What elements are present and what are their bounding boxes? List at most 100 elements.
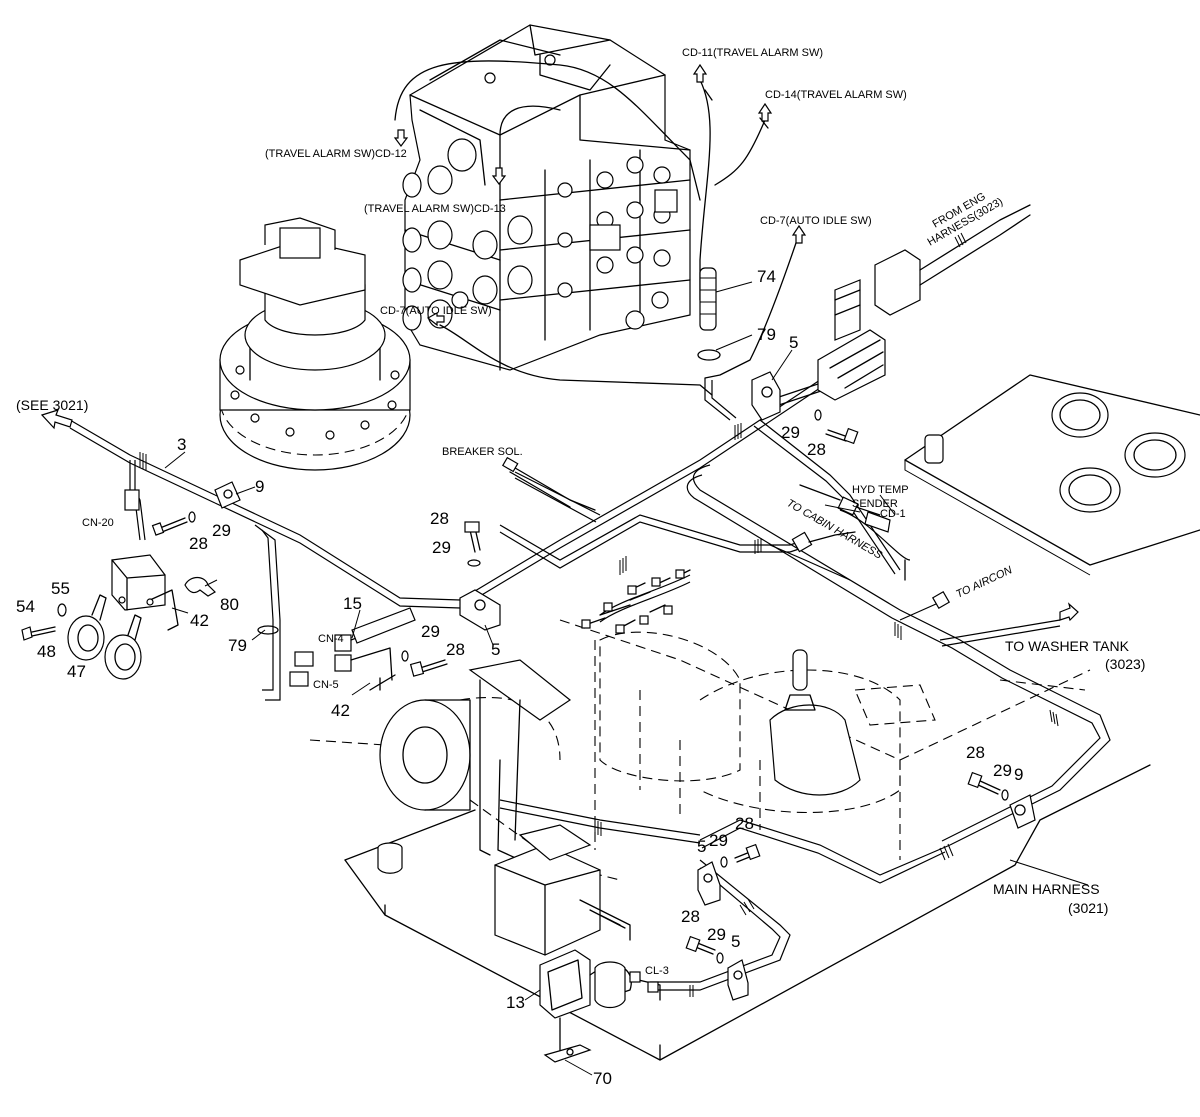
motor-bolts bbox=[230, 365, 400, 440]
callout-9-left: 9 bbox=[255, 477, 264, 496]
label-breaker-sol: BREAKER SOL. bbox=[442, 446, 523, 458]
arrow-cd14 bbox=[757, 102, 773, 122]
relay-15 bbox=[334, 607, 416, 691]
eng-harness-connectors bbox=[817, 204, 1031, 401]
leader-lines bbox=[164, 281, 1089, 1076]
callout-47: 47 bbox=[67, 662, 86, 681]
callout-79-top: 79 bbox=[757, 325, 776, 344]
strap-70 bbox=[543, 1017, 592, 1063]
label-cn4: CN-4 bbox=[318, 633, 344, 645]
label-washer-tank: TO WASHER TANK bbox=[1005, 638, 1130, 654]
callout-29-left: 29 bbox=[212, 521, 231, 540]
corrugated-tube-74 bbox=[697, 267, 721, 361]
arrow-cd13 bbox=[491, 167, 507, 185]
callout-29-center: 29 bbox=[432, 538, 451, 557]
callout-42-relay: 42 bbox=[331, 701, 350, 720]
callout-28-left: 28 bbox=[189, 534, 208, 553]
connectors-cn4-cn5 bbox=[257, 625, 314, 687]
control-valve bbox=[402, 24, 691, 371]
label-washer-3023: (3023) bbox=[1105, 656, 1145, 672]
horn-48 bbox=[67, 594, 107, 661]
label-see-3021: (SEE 3021) bbox=[16, 397, 88, 413]
callout-48: 48 bbox=[37, 642, 56, 661]
seat-and-console bbox=[599, 631, 936, 813]
bracket-5-top bbox=[751, 371, 781, 421]
main-harness bbox=[69, 359, 1111, 991]
callout-29-relay: 29 bbox=[421, 622, 440, 641]
connector-cl3 bbox=[629, 971, 659, 993]
bracket-5-lower bbox=[697, 843, 761, 906]
callout-15: 15 bbox=[343, 594, 362, 613]
label-cd13: (TRAVEL ALARM SW)CD-13 bbox=[364, 203, 506, 215]
cab-floor bbox=[309, 619, 1151, 1061]
travel-alarm-wires bbox=[394, 60, 798, 396]
label-cd12: (TRAVEL ALARM SW)CD-12 bbox=[265, 148, 407, 160]
tank-covers bbox=[1051, 392, 1186, 513]
callout-74: 74 bbox=[757, 267, 776, 286]
breaker-sol-wire bbox=[501, 456, 596, 511]
callout-5-top: 5 bbox=[789, 333, 798, 352]
label-cd1: CD-1 bbox=[880, 508, 906, 520]
bolt-28-center bbox=[464, 521, 481, 567]
bolt-54 bbox=[21, 626, 56, 641]
label-cl3: CL-3 bbox=[645, 965, 669, 977]
callout-5-center: 5 bbox=[491, 640, 500, 659]
label-cd14: CD-14(TRAVEL ALARM SW) bbox=[765, 89, 907, 101]
relay-bracket-cn20 bbox=[111, 489, 179, 631]
callout-28-right: 28 bbox=[966, 743, 985, 762]
label-cn20: CN-20 bbox=[82, 517, 114, 529]
horn-47 bbox=[104, 614, 142, 680]
label-cd7-left: CD-7(AUTO IDLE SW) bbox=[380, 305, 492, 317]
washer-tank-arrow bbox=[1059, 602, 1079, 622]
callout-28-top: 28 bbox=[807, 440, 826, 459]
callout-13: 13 bbox=[506, 993, 525, 1012]
arrow-cd7-top bbox=[791, 224, 807, 244]
battery-box bbox=[494, 824, 631, 956]
label-cd7-top: CD-7(AUTO IDLE SW) bbox=[760, 215, 872, 227]
callout-5-bottom: 5 bbox=[731, 932, 740, 951]
callout-42-left: 42 bbox=[190, 611, 209, 630]
washer-55 bbox=[57, 603, 67, 617]
travel-pedal bbox=[468, 659, 572, 861]
label-sender: SENDER bbox=[852, 498, 898, 510]
component-13 bbox=[539, 949, 661, 1019]
callout-9-right: 9 bbox=[1014, 765, 1023, 784]
callout-3: 3 bbox=[177, 435, 186, 454]
arrow-cd7-left bbox=[426, 311, 445, 327]
label-cd11: CD-11(TRAVEL ALARM SW) bbox=[682, 47, 823, 59]
label-main-harness: MAIN HARNESS bbox=[993, 881, 1100, 897]
callout-28-center: 28 bbox=[430, 509, 449, 528]
bracket-5-bottom bbox=[685, 935, 749, 1001]
callout-28-relay: 28 bbox=[446, 640, 465, 659]
label-main-harness-ref: (3021) bbox=[1068, 900, 1108, 916]
center-connector-cluster bbox=[581, 569, 691, 634]
bracket-9-right bbox=[967, 771, 1036, 829]
cabin-harness-connector bbox=[791, 531, 856, 553]
arrow-cd12 bbox=[393, 129, 409, 147]
callout-29-bottom: 29 bbox=[707, 925, 726, 944]
bracket-5-center bbox=[459, 589, 501, 631]
callout-29-top: 29 bbox=[781, 423, 800, 442]
harness-tape-marks bbox=[139, 423, 1059, 997]
callout-79-left: 79 bbox=[228, 636, 247, 655]
label-hyd-temp: HYD TEMP bbox=[852, 484, 909, 496]
part-callouts: 74 79 5 29 28 3 9 28 29 80 42 54 55 48 4… bbox=[16, 267, 1023, 1088]
bolt-28-relay bbox=[401, 650, 448, 677]
callout-5-lower: 5 bbox=[697, 837, 706, 856]
hydraulic-tank bbox=[904, 374, 1200, 581]
callout-55: 55 bbox=[51, 579, 70, 598]
callout-29-lower: 29 bbox=[709, 831, 728, 850]
swing-motor bbox=[219, 217, 411, 471]
clip-80 bbox=[184, 576, 216, 597]
arrow-cd11 bbox=[692, 63, 708, 83]
platform-cup bbox=[377, 842, 403, 874]
bolt-28-top bbox=[814, 409, 859, 445]
valve-solenoids bbox=[402, 138, 533, 331]
label-to-aircon: TO AIRCON bbox=[954, 564, 1014, 600]
label-cn5: CN-5 bbox=[313, 679, 339, 691]
callout-28-lower: 28 bbox=[735, 814, 754, 833]
bolt-28-left bbox=[151, 511, 196, 536]
bracket-9-top bbox=[214, 481, 241, 509]
callout-28-bottom: 28 bbox=[681, 907, 700, 926]
